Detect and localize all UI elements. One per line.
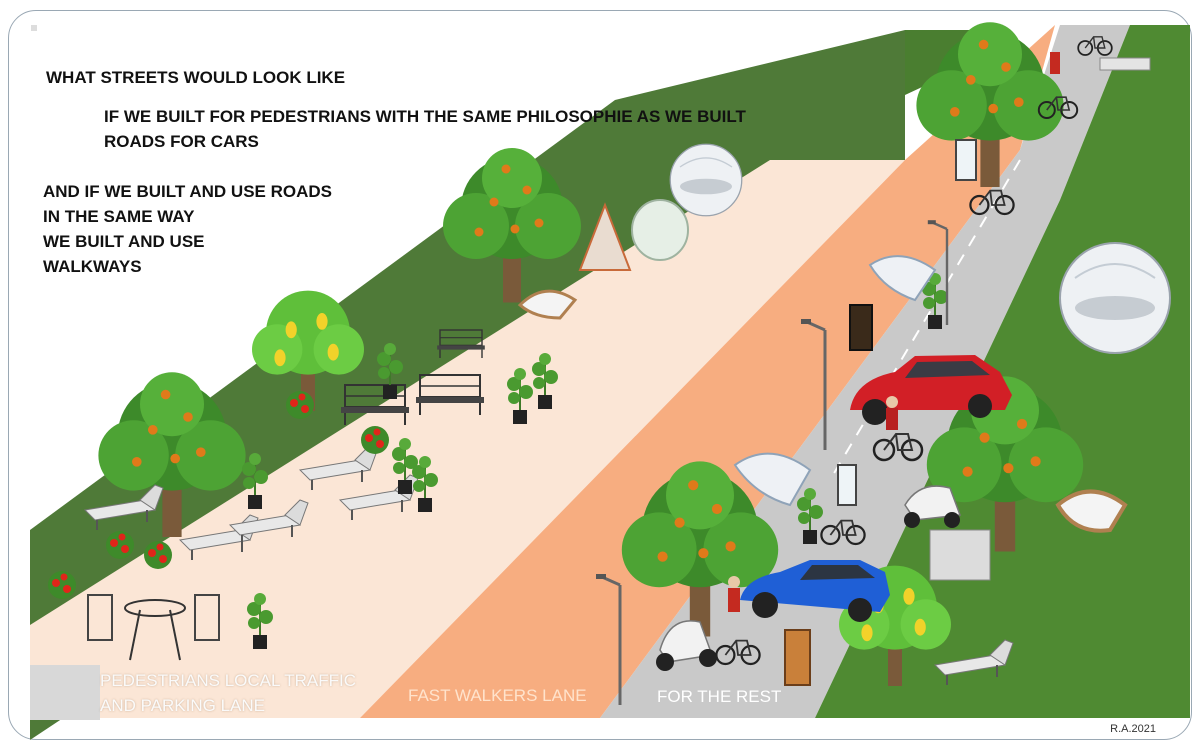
- bubble-tent-icon: [1059, 242, 1171, 354]
- pedestrian-lane-label-2: AND PARKING LANE: [100, 696, 266, 715]
- cyclist-icon: [715, 576, 761, 666]
- bike-rack-icon: [929, 57, 1151, 581]
- blue-car-icon: [740, 560, 890, 622]
- rolled-lounger-icon: [733, 255, 937, 507]
- scooter-icon: [656, 620, 717, 671]
- body-line-4: WALKWAYS: [43, 257, 142, 276]
- for-the-rest-lane-label: FOR THE REST: [657, 687, 782, 706]
- body-line-1: AND IF WE BUILT AND USE ROADS: [43, 182, 332, 201]
- subtitle-line-2: ROADS FOR CARS: [104, 132, 259, 151]
- tomato-plant-icon: [48, 571, 76, 599]
- scooter-icon: [904, 485, 962, 528]
- pedestrian-lane-label-1: PEDESTRIANS LOCAL TRAFFIC: [100, 671, 356, 690]
- tomato-plant-icon: [361, 426, 389, 454]
- info-board-icon: [784, 139, 977, 686]
- corner-marker: [31, 25, 37, 31]
- bistro-table-icon: [87, 594, 220, 661]
- body-line-2: IN THE SAME WAY: [43, 207, 195, 226]
- tomato-plant-icon: [106, 531, 134, 559]
- fast-walkers-lane-label: FAST WALKERS LANE: [408, 686, 587, 705]
- bubble-tent-icon: [669, 143, 743, 217]
- hanging-chair-icon: [517, 289, 1128, 533]
- subtitle-line-1: IF WE BUILT FOR PEDESTRIANS WITH THE SAM…: [104, 107, 746, 126]
- tomato-plant-icon: [286, 391, 314, 419]
- cyclist-icon: [1037, 52, 1079, 120]
- tent-icon: [578, 199, 689, 271]
- author-credit: R.A.2021: [1110, 723, 1156, 735]
- tomato-plant-icon: [144, 541, 172, 569]
- body-line-3: WE BUILT AND USE: [43, 232, 205, 251]
- headline: WHAT STREETS WOULD LOOK LIKE: [46, 68, 346, 87]
- cyclist-icon: [872, 396, 924, 462]
